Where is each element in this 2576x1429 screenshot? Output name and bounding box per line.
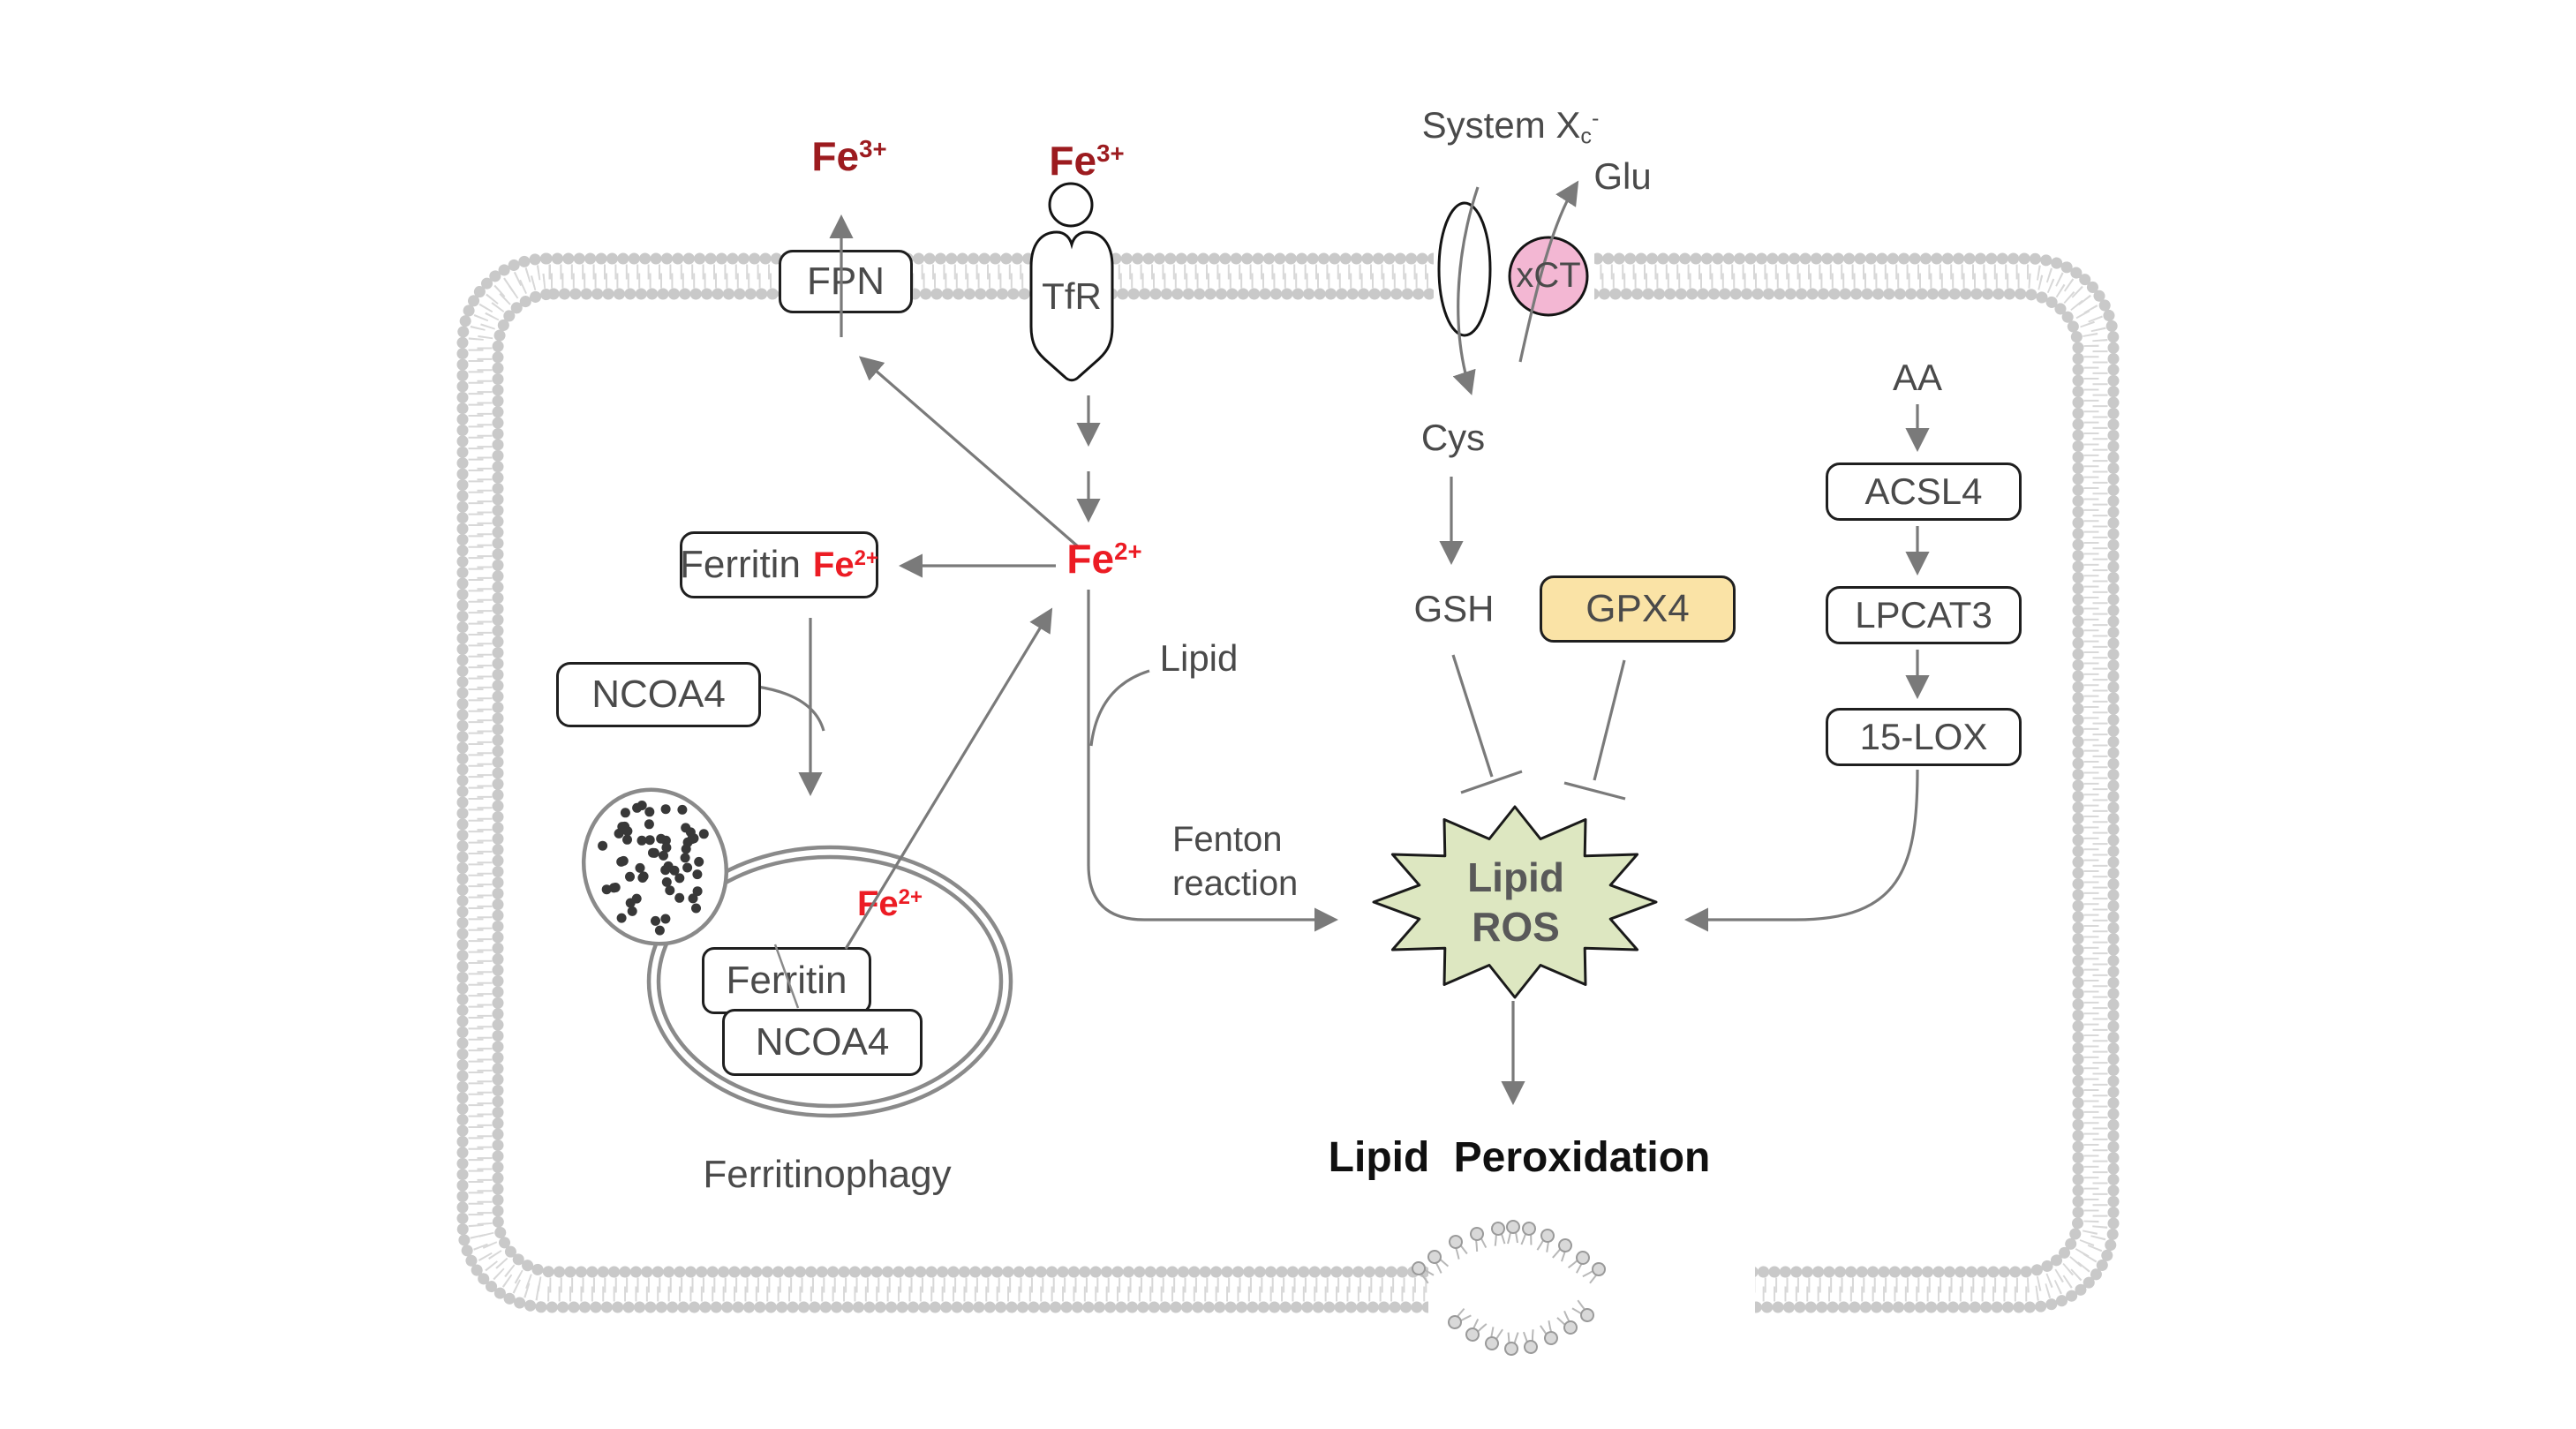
lipid-ros-starburst — [1372, 805, 1658, 999]
aa-label: AA — [1892, 357, 1943, 398]
fe2-center-label: Fe2+ — [1066, 536, 1142, 582]
inhibit-gpx4-bar — [1563, 781, 1626, 801]
lipid-ros-label: Lipid ROS — [1467, 854, 1564, 950]
cys-label: Cys — [1420, 417, 1486, 458]
gpx4-box: GPX4 — [1540, 575, 1736, 643]
curve-lipid-join — [1089, 669, 1150, 747]
xct-circle — [1508, 236, 1589, 317]
15lox-box: 15-LOX — [1826, 708, 2022, 766]
pathway-arrows — [757, 180, 1930, 1106]
ncoa4-inner-box: NCOA4 — [722, 1009, 923, 1076]
ferritinophagy-label: Ferritinophagy — [703, 1153, 952, 1196]
fe3-exported-label: Fe3+ — [811, 133, 887, 179]
arrow-fe2-to-fpn — [858, 356, 1081, 549]
glu-label: Glu — [1593, 155, 1652, 197]
ncoa4-box: NCOA4 — [556, 662, 761, 727]
acsl4-box: ACSL4 — [1826, 463, 2022, 521]
ferritin-fe2-box: Ferritin Fe2+ — [680, 531, 878, 598]
system-xc-label: System Xc- — [1421, 104, 1600, 149]
lipid-peroxidation-label: Lipid Peroxidation — [1328, 1134, 1711, 1181]
plasma-membrane — [456, 252, 2120, 1313]
fpn-box: FPN — [779, 250, 913, 313]
inhibit-gsh-bar — [1460, 770, 1523, 794]
arrow-15lox-to-ros — [1683, 769, 1919, 932]
cargo-aggregate-dots — [598, 801, 709, 936]
transferrin-ball — [1048, 182, 1094, 228]
lpcat3-box: LPCAT3 — [1826, 586, 2022, 644]
tfr-transporter-shape — [1029, 230, 1114, 382]
lipid-label: Lipid — [1159, 637, 1239, 679]
xct-label: xCT — [1516, 256, 1581, 295]
autophagosome-inner — [656, 854, 1004, 1109]
inhibit-gpx4-line — [1593, 659, 1626, 781]
arrow-cystine-import — [1452, 186, 1480, 395]
tfr-label: TfR — [1042, 275, 1102, 317]
fe2-vesicle-label: Fe2+ — [856, 884, 923, 923]
membrane-rupture-gap — [1428, 1240, 1755, 1339]
curve-ncoa4-join — [757, 685, 825, 732]
fe3-transferrin-label: Fe3+ — [1049, 138, 1125, 184]
ferritin-inner-box: Ferritin — [702, 947, 871, 1014]
gsh-label: GSH — [1413, 588, 1495, 629]
fenton-reaction-label: Fenton reaction — [1172, 820, 1299, 903]
arrow-glu-export — [1518, 180, 1579, 363]
inhibit-gsh-line — [1451, 654, 1494, 778]
arrow-fenton-to-ros — [1087, 590, 1339, 932]
system-xc-ellipse — [1437, 201, 1492, 337]
fe2-in-ferritin: Fe2+ — [812, 545, 878, 584]
